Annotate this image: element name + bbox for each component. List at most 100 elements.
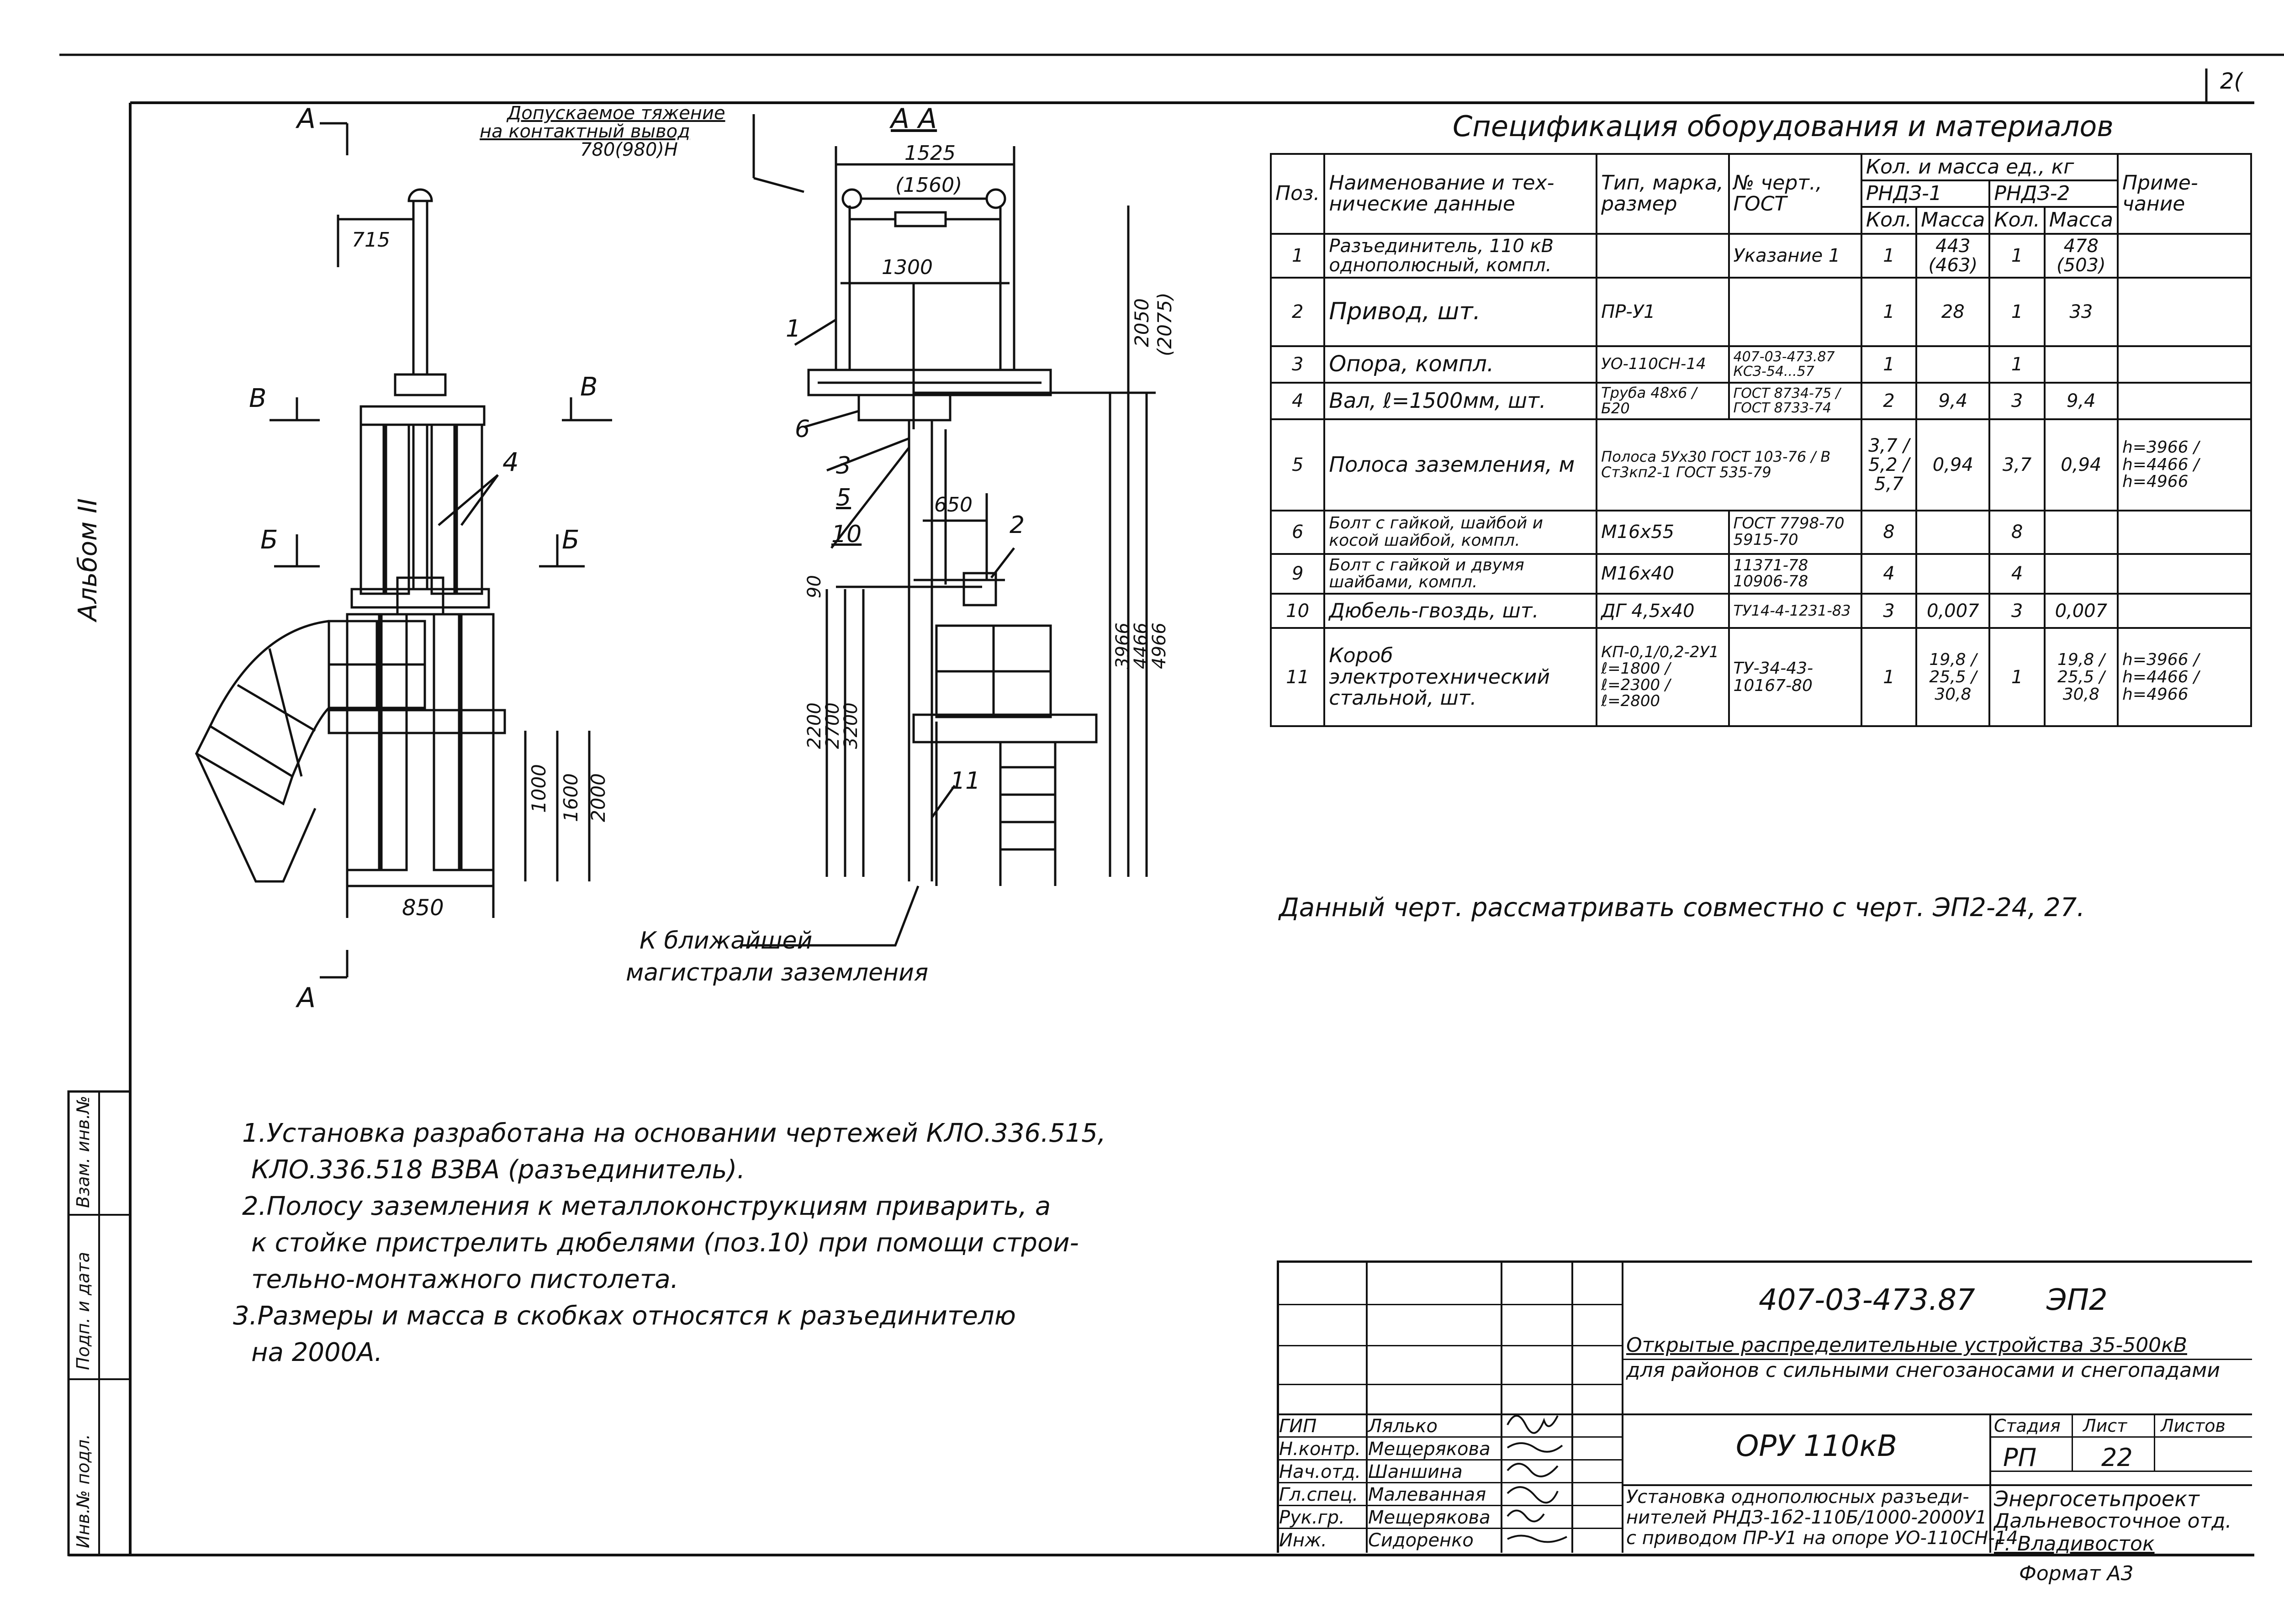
callout-1: 1 bbox=[786, 315, 801, 343]
cell-note bbox=[2116, 345, 2252, 384]
cell-m2: 9,4 bbox=[2043, 381, 2119, 420]
cell-pos: 4 bbox=[1269, 381, 1326, 420]
role-nkontr: Н.контр. bbox=[1279, 1439, 1361, 1460]
dim-715: 715 bbox=[352, 228, 390, 252]
cell-type: УО-110СН-14 bbox=[1596, 345, 1730, 384]
cell-type: ПР-У1 bbox=[1596, 276, 1730, 347]
sheet-title-1: Установка однополюсных разъеди- bbox=[1626, 1487, 1969, 1508]
cell-pos: 6 bbox=[1269, 509, 1326, 555]
sheet-title-3: с приводом ПР-У1 на опоре УО-110СН-14 bbox=[1626, 1528, 2018, 1549]
dim-1560: (1560) bbox=[895, 174, 962, 197]
side-label-replace: Взам. инв.№ bbox=[73, 1096, 93, 1208]
marker-bb-left: Б bbox=[260, 525, 278, 555]
table-row: 4 Вал, ℓ=1500мм, шт. Труба 48х6 / Б20 ГО… bbox=[1269, 381, 2252, 420]
cell-m2: 478 (503) bbox=[2043, 232, 2119, 279]
cell-doc: ГОСТ 8734-75 / ГОСТ 8733-74 bbox=[1728, 381, 1862, 420]
cell-doc bbox=[1728, 276, 1862, 347]
tension-label: Допускаемое тяжение bbox=[507, 103, 725, 124]
name-rukgr: Мещерякова bbox=[1368, 1507, 1491, 1528]
cell-q1: 1 bbox=[1860, 276, 1918, 347]
cell-type: Труба 48х6 / Б20 bbox=[1596, 381, 1730, 420]
spec-title: Спецификация оборудования и материалов bbox=[1453, 110, 2114, 143]
project-title-2: для районов с сильными снегозаносами и с… bbox=[1626, 1359, 2220, 1382]
album-label: Альбом II bbox=[73, 498, 103, 621]
stage-header: Стадия bbox=[1994, 1416, 2061, 1436]
cell-q1: 1 bbox=[1860, 345, 1918, 384]
cell-name: Полоса заземления, м bbox=[1323, 418, 1598, 511]
stage-value: РП bbox=[2003, 1443, 2037, 1472]
cell-m1: 9,4 bbox=[1915, 381, 1991, 420]
th-note: Приме-чание bbox=[2116, 153, 2252, 235]
th-pos: Поз. bbox=[1269, 153, 1326, 235]
dim-650: 650 bbox=[934, 493, 973, 517]
sheet-code: ЭП2 bbox=[2046, 1283, 2108, 1317]
cell-pos: 5 bbox=[1269, 418, 1326, 511]
format-label: Формат А3 bbox=[2019, 1562, 2134, 1585]
cell-q2: 1 bbox=[1988, 627, 2046, 728]
cell-m2 bbox=[2043, 553, 2119, 595]
cell-doc: Указание 1 bbox=[1728, 232, 1862, 279]
note-line-1: 1.Установка разработана на основании чер… bbox=[242, 1118, 1106, 1148]
cell-m1: 0,94 bbox=[1915, 418, 1991, 511]
title-block bbox=[1277, 1260, 2252, 1553]
table-row: 11 Короб электротехнический стальной, шт… bbox=[1269, 627, 2252, 728]
cell-q1: 4 bbox=[1860, 553, 1918, 595]
table-row: 3 Опора, компл. УО-110СН-14 407-03-473.8… bbox=[1269, 345, 2252, 384]
cell-q1: 2 bbox=[1860, 381, 1918, 420]
cell-doc: 407-03-473.87 КСЗ-54...57 bbox=[1728, 345, 1862, 384]
section-title-aa: А А bbox=[891, 103, 937, 135]
table-row: 1 Разъединитель, 110 кВ однополюсный, ко… bbox=[1269, 232, 2252, 279]
page-number-fragment: 2( bbox=[2220, 69, 2243, 94]
cell-note: h=3966 / h=4466 / h=4966 bbox=[2116, 418, 2252, 511]
side-label-inv: Инв.№ подл. bbox=[73, 1434, 93, 1548]
dim-2050: 2050 bbox=[1131, 298, 1153, 347]
sheet-value: 22 bbox=[2101, 1443, 2133, 1472]
cell-m1: 443 (463) bbox=[1915, 232, 1991, 279]
tension-value: 780(980)Н bbox=[580, 139, 678, 160]
callout-4: 4 bbox=[502, 448, 519, 477]
org-1: Энергосетьпроект bbox=[1994, 1487, 2199, 1511]
cell-m1 bbox=[1915, 509, 1991, 555]
th-doc: № черт., ГОСТ bbox=[1728, 153, 1862, 235]
cell-pos: 2 bbox=[1269, 276, 1326, 347]
dim-1600: 1600 bbox=[560, 773, 582, 822]
cell-m2: 0,007 bbox=[2043, 593, 2119, 629]
cell-note: h=3966 / h=4466 / h=4966 bbox=[2116, 627, 2252, 728]
cell-pos: 1 bbox=[1269, 232, 1326, 279]
th-mass-2: Масса bbox=[2043, 206, 2119, 235]
note-line-7: на 2000А. bbox=[251, 1338, 383, 1367]
cell-doc: ТУ14-4-1231-83 bbox=[1728, 593, 1862, 629]
callout-6: 6 bbox=[795, 416, 810, 443]
ground-label-1: К ближайшей bbox=[640, 927, 813, 954]
cell-q2: 3 bbox=[1988, 593, 2046, 629]
cell-q2: 8 bbox=[1988, 509, 2046, 555]
dim-1000: 1000 bbox=[528, 764, 550, 813]
dim-3200: 3200 bbox=[841, 702, 862, 749]
table-row: 9 Болт с гайкой и двумя шайбами, компл. … bbox=[1269, 553, 2252, 595]
cell-name: Привод, шт. bbox=[1323, 276, 1598, 347]
note-line-4: к стойке пристрелить дюбелями (поз.10) п… bbox=[251, 1228, 1079, 1258]
name-gip: Лялько bbox=[1368, 1416, 1438, 1437]
table-row: 10 Дюбель-гвоздь, шт. ДГ 4,5х40 ТУ14-4-1… bbox=[1269, 593, 2252, 629]
dim-1300: 1300 bbox=[882, 256, 933, 279]
marker-b-left: В bbox=[249, 384, 267, 413]
cell-q2: 4 bbox=[1988, 553, 2046, 595]
cell-note bbox=[2116, 509, 2252, 555]
cell-q1: 3 bbox=[1860, 593, 1918, 629]
spec-table: Поз. Наименование и тех-нические данные … bbox=[1269, 153, 2252, 728]
cell-doc: ТУ-34-43-10167-80 bbox=[1728, 627, 1862, 728]
dim-2075: (2075) bbox=[1153, 292, 1176, 356]
th-rnd1: РНДЗ-1 bbox=[1860, 179, 1991, 208]
cell-q2: 1 bbox=[1988, 232, 2046, 279]
doc-code: 407-03-473.87 bbox=[1759, 1283, 1975, 1317]
cell-pos: 9 bbox=[1269, 553, 1326, 595]
sheet-title-2: нителей РНДЗ-1б2-110Б/1000-2000У1 bbox=[1626, 1507, 1987, 1528]
cell-m1 bbox=[1915, 345, 1991, 384]
cell-q2: 1 bbox=[1988, 276, 2046, 347]
role-rukgr: Рук.гр. bbox=[1279, 1507, 1345, 1528]
cell-pos: 10 bbox=[1269, 593, 1326, 629]
cell-m1: 0,007 bbox=[1915, 593, 1991, 629]
th-rnd2: РНДЗ-2 bbox=[1988, 179, 2119, 208]
cell-name: Болт с гайкой и двумя шайбами, компл. bbox=[1323, 553, 1598, 595]
ground-label-2: магистрали заземления bbox=[626, 959, 929, 986]
